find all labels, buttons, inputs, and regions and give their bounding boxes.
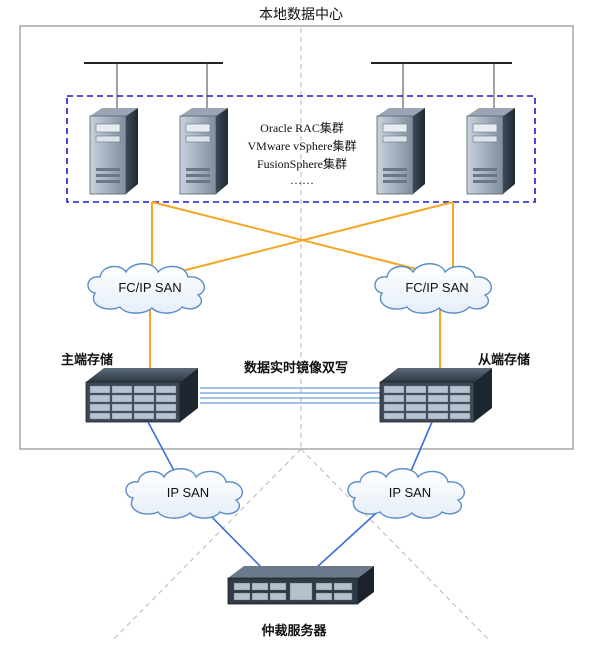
network-bus-left <box>84 62 223 112</box>
fc-links <box>149 201 454 368</box>
ip-links <box>147 421 433 569</box>
ip-san-label-right: IP SAN <box>389 485 431 500</box>
cluster-line-3: FusionSphere集群 <box>257 156 347 171</box>
mirror-links <box>200 387 384 404</box>
cluster-box <box>66 95 536 203</box>
fc-san-label-left: FC/IP SAN <box>118 280 181 295</box>
datacenter-title: 本地数据中心 <box>259 7 343 23</box>
fc-san-label-right: FC/IP SAN <box>405 280 468 295</box>
cluster-line-4: …… <box>290 173 314 187</box>
ip-san-label-left: IP SAN <box>167 485 209 500</box>
mirror-label: 数据实时镜像双写 <box>244 360 348 376</box>
cluster-line-1: Oracle RAC集群 <box>260 120 344 135</box>
fc-san-cloud-right <box>374 263 493 314</box>
cluster-line-2: VMware vSphere集群 <box>248 138 357 153</box>
server-tower-2 <box>179 108 228 195</box>
network-bus-right <box>371 62 512 112</box>
secondary-storage-label: 从端存储 <box>478 352 530 368</box>
server-tower-1 <box>89 108 138 195</box>
primary-storage-array <box>85 368 198 423</box>
arbiter-label: 仲裁服务器 <box>261 623 327 639</box>
server-tower-4 <box>466 108 515 195</box>
ip-san-cloud-left <box>125 468 244 519</box>
fc-san-cloud-left <box>87 263 206 314</box>
ip-san-cloud-right <box>347 468 466 519</box>
server-tower-3 <box>376 108 425 195</box>
datacenter-frame <box>19 25 574 450</box>
arbiter-server <box>227 566 374 605</box>
primary-storage-label: 主端存储 <box>61 352 113 368</box>
secondary-storage-array <box>379 368 492 423</box>
